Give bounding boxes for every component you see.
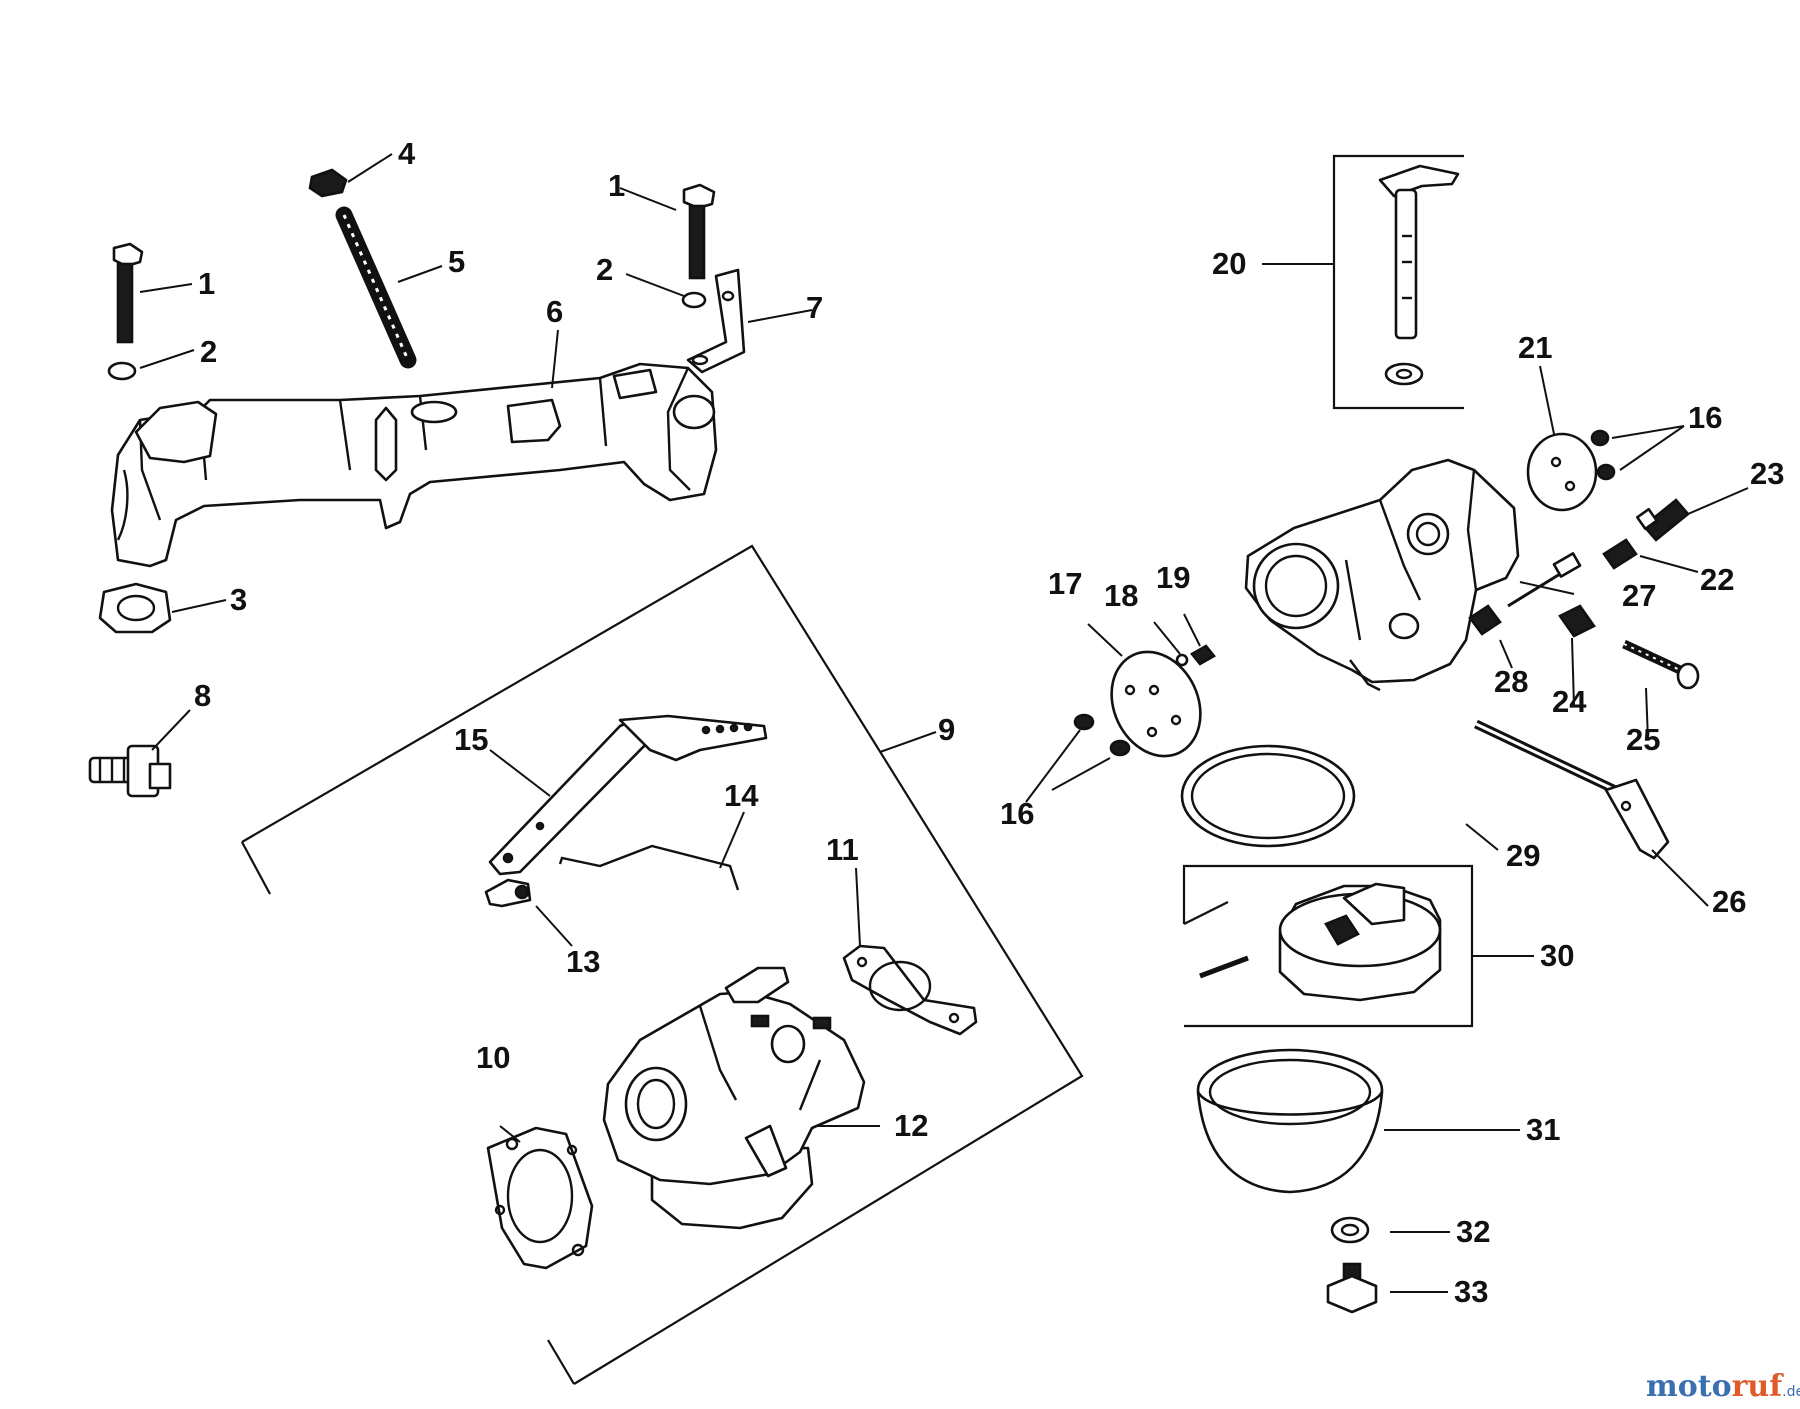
idle-speed-spring	[1602, 538, 1638, 570]
air-cleaner-gasket	[486, 1126, 594, 1270]
callout-29: 29	[1506, 838, 1540, 873]
carburetor-components-group	[1073, 154, 1700, 1314]
callout-9: 9	[938, 712, 955, 747]
callout-15: 15	[454, 722, 488, 757]
callout-16-lower: 16	[1000, 796, 1034, 831]
callout-28: 28	[1494, 664, 1528, 699]
callout-6: 6	[546, 294, 563, 329]
check-ball	[1175, 653, 1189, 667]
bracket	[686, 268, 746, 374]
throttle-linkage	[558, 844, 740, 891]
callout-18: 18	[1104, 578, 1138, 613]
watermark-text-a: moto	[1646, 1369, 1732, 1404]
idle-needle-spring	[1468, 604, 1502, 636]
callout-2-right: 2	[596, 252, 613, 287]
main-fuel-needle	[1622, 639, 1700, 690]
bowl-gasket	[1180, 744, 1356, 848]
callout-2: 2	[200, 334, 217, 369]
elbow-fitting	[88, 744, 172, 798]
callout-4: 4	[398, 136, 416, 171]
callout-17: 17	[1048, 566, 1082, 601]
bolt-right	[682, 183, 716, 280]
callout-8: 8	[194, 678, 211, 713]
callout-11: 11	[826, 832, 859, 867]
idle-fuel-needle	[1507, 552, 1582, 608]
callout-1: 1	[198, 266, 215, 301]
throttle-lever	[488, 714, 768, 876]
callout-30: 30	[1540, 938, 1574, 973]
manifold-gasket	[98, 582, 172, 634]
callout-10: 10	[476, 1040, 510, 1075]
bowl-washer	[1330, 1216, 1370, 1244]
carburetor-body	[1244, 458, 1520, 692]
intake-manifold-group	[88, 168, 746, 798]
watermark-text-b: ruf	[1732, 1369, 1785, 1404]
bolt-left	[112, 242, 144, 344]
callout-26: 26	[1712, 884, 1746, 919]
throttle-shaft	[1474, 719, 1670, 860]
callout-33: 33	[1454, 1274, 1488, 1309]
main-needle-spring	[1558, 604, 1596, 638]
washer-right	[681, 291, 707, 309]
callout-5: 5	[448, 244, 465, 279]
callout-19: 19	[1156, 560, 1190, 595]
swivel	[484, 878, 532, 908]
float	[1199, 882, 1442, 1002]
washer-left	[107, 361, 137, 381]
callout-20: 20	[1212, 246, 1246, 281]
callout-13: 13	[566, 944, 600, 979]
callout-16-upper: 16	[1688, 400, 1722, 435]
choke-plate	[1526, 432, 1598, 512]
watermark-logo: motoruf.de	[1646, 1369, 1800, 1404]
carburetor-gasket	[842, 944, 978, 1036]
callout-32: 32	[1456, 1214, 1490, 1249]
choke-gasket	[1110, 650, 1202, 758]
callout-labels: 1 2 3 4 5 6 7 1 2 8 9 10 11 12 13 14 15 …	[194, 136, 1784, 1309]
choke-plate-screws	[1590, 429, 1616, 481]
gasket-screws	[1073, 713, 1131, 757]
ball-spring	[1190, 644, 1216, 666]
watermark-suffix: .de	[1782, 1384, 1800, 1400]
choke-shaft	[1378, 164, 1460, 386]
manifold-body	[110, 362, 718, 568]
carburetor	[602, 966, 866, 1230]
callout-23: 23	[1750, 456, 1784, 491]
callout-14: 14	[724, 778, 759, 813]
callout-12: 12	[894, 1108, 928, 1143]
leader-lines	[139, 153, 1749, 1293]
callout-25: 25	[1626, 722, 1660, 757]
callout-24: 24	[1552, 684, 1587, 719]
callout-1-right: 1	[608, 168, 625, 203]
svg-text:motoruf.de: motoruf.de	[1646, 1369, 1800, 1404]
float-bowl	[1196, 1048, 1384, 1194]
stud	[335, 206, 417, 369]
carburetor-assembly-group	[241, 544, 1084, 1385]
callout-22: 22	[1700, 562, 1734, 597]
callout-3: 3	[230, 582, 247, 617]
callout-27: 27	[1622, 578, 1656, 613]
idle-speed-screw	[1635, 498, 1690, 542]
callout-7: 7	[806, 290, 823, 325]
nut	[308, 168, 348, 198]
callout-31: 31	[1526, 1112, 1560, 1147]
bowl-retaining-nut	[1326, 1262, 1378, 1314]
callout-21: 21	[1518, 330, 1552, 365]
